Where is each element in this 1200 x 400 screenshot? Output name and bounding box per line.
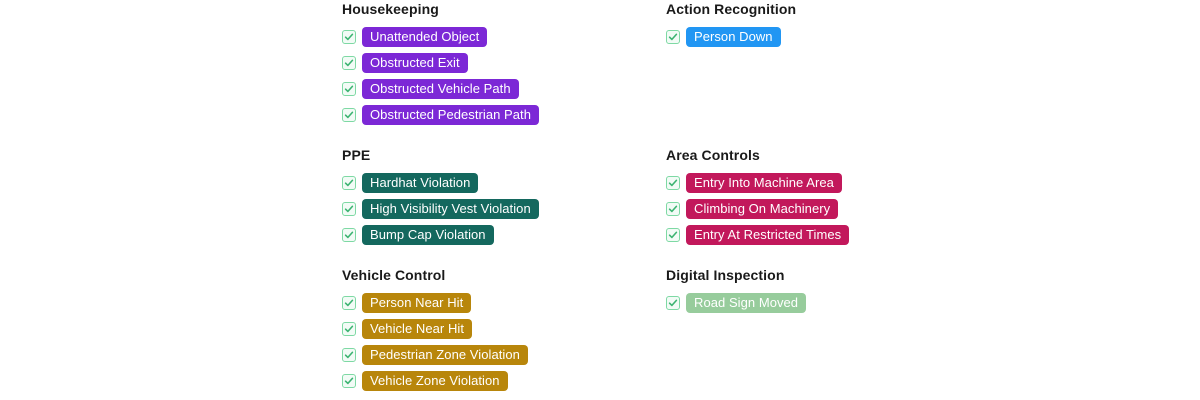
list-item[interactable]: Vehicle Zone Violation bbox=[342, 371, 862, 391]
category-badge[interactable]: Vehicle Zone Violation bbox=[362, 371, 508, 391]
category-badge[interactable]: Pedestrian Zone Violation bbox=[362, 345, 528, 365]
group-title: Action Recognition bbox=[666, 1, 797, 17]
checkbox-checked-icon[interactable] bbox=[342, 202, 356, 216]
group-title: Housekeeping bbox=[342, 1, 439, 17]
category-badge[interactable]: High Visibility Vest Violation bbox=[362, 199, 539, 219]
checkbox-checked-icon[interactable] bbox=[666, 176, 680, 190]
checkbox-checked-icon[interactable] bbox=[342, 176, 356, 190]
list-item[interactable]: Pedestrian Zone Violation bbox=[342, 345, 862, 365]
checkbox-checked-icon[interactable] bbox=[342, 82, 356, 96]
group-title: Vehicle Control bbox=[342, 267, 446, 283]
list-item[interactable]: Bump Cap Violation bbox=[342, 225, 862, 245]
list-item[interactable]: Unattended Object bbox=[342, 27, 862, 47]
list-item[interactable]: Hardhat Violation bbox=[342, 173, 862, 193]
category-badge[interactable]: Entry At Restricted Times bbox=[686, 225, 850, 245]
category-badge[interactable]: Entry Into Machine Area bbox=[686, 173, 842, 193]
checkbox-checked-icon[interactable] bbox=[666, 296, 680, 310]
group-title: PPE bbox=[342, 147, 371, 163]
category-badge[interactable]: Vehicle Near Hit bbox=[362, 319, 473, 339]
checkbox-checked-icon[interactable] bbox=[342, 108, 356, 122]
checkbox-checked-icon[interactable] bbox=[342, 322, 356, 336]
list-item[interactable]: Obstructed Exit bbox=[342, 53, 862, 73]
checkbox-checked-icon[interactable] bbox=[342, 348, 356, 362]
list-item[interactable]: Entry At Restricted Times bbox=[666, 225, 1186, 245]
checkbox-checked-icon[interactable] bbox=[342, 56, 356, 70]
category-badge[interactable]: Unattended Object bbox=[362, 27, 488, 47]
list-item[interactable]: Road Sign Moved bbox=[666, 293, 1186, 313]
checkbox-checked-icon[interactable] bbox=[666, 30, 680, 44]
category-badge[interactable]: Obstructed Vehicle Path bbox=[362, 79, 519, 99]
list-item[interactable]: Climbing On Machinery bbox=[666, 199, 1186, 219]
list-item[interactable]: High Visibility Vest Violation bbox=[342, 199, 862, 219]
checkbox-checked-icon[interactable] bbox=[342, 228, 356, 242]
list-item[interactable]: Vehicle Near Hit bbox=[342, 319, 862, 339]
list-item[interactable]: Obstructed Pedestrian Path bbox=[342, 105, 862, 125]
group-title: Digital Inspection bbox=[666, 267, 785, 283]
list-item[interactable]: Person Near Hit bbox=[342, 293, 862, 313]
category-item-list: Road Sign Moved bbox=[666, 293, 1186, 313]
category-badge[interactable]: Obstructed Pedestrian Path bbox=[362, 105, 540, 125]
list-item[interactable]: Person Down bbox=[666, 27, 1186, 47]
checkbox-checked-icon[interactable] bbox=[342, 30, 356, 44]
category-badge[interactable]: Person Near Hit bbox=[362, 293, 472, 313]
checkbox-checked-icon[interactable] bbox=[666, 202, 680, 216]
checkbox-checked-icon[interactable] bbox=[342, 374, 356, 388]
list-item[interactable]: Obstructed Vehicle Path bbox=[342, 79, 862, 99]
group-title: Area Controls bbox=[666, 147, 760, 163]
category-badge[interactable]: Person Down bbox=[686, 27, 781, 47]
list-item[interactable]: Entry Into Machine Area bbox=[666, 173, 1186, 193]
category-badge[interactable]: Hardhat Violation bbox=[362, 173, 479, 193]
category-badge[interactable]: Road Sign Moved bbox=[686, 293, 807, 313]
checkbox-checked-icon[interactable] bbox=[342, 296, 356, 310]
checkbox-checked-icon[interactable] bbox=[666, 228, 680, 242]
category-badge[interactable]: Bump Cap Violation bbox=[362, 225, 494, 245]
category-badge[interactable]: Obstructed Exit bbox=[362, 53, 468, 73]
category-item-list: Person Down bbox=[666, 27, 1186, 47]
category-badge[interactable]: Climbing On Machinery bbox=[686, 199, 839, 219]
